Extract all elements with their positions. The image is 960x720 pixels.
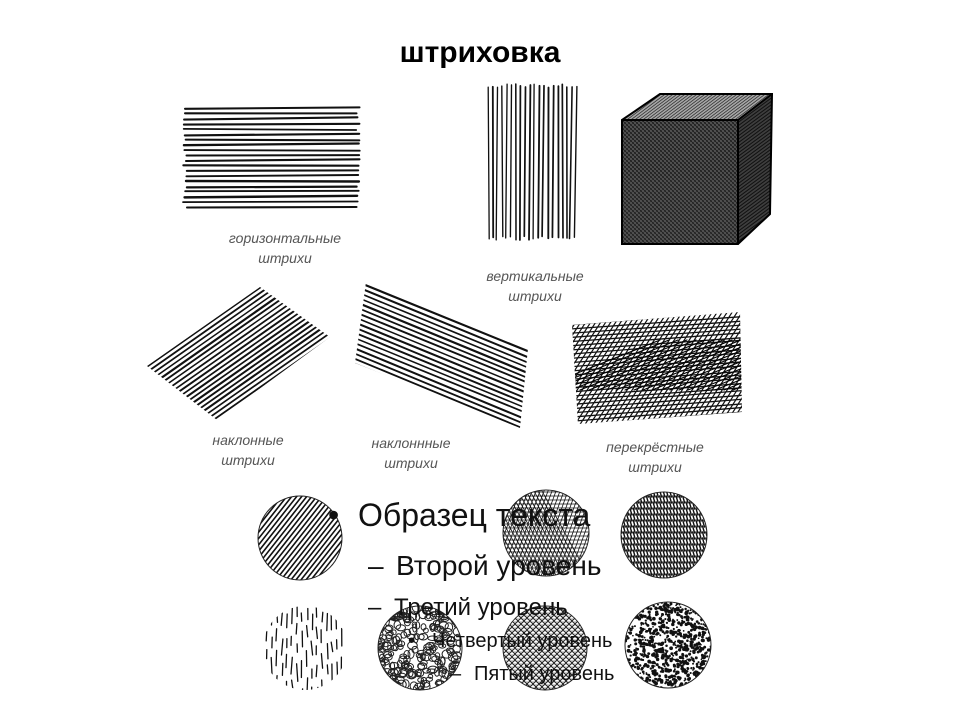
bullet-marker: • xyxy=(328,497,340,533)
cross-hatch-swatch xyxy=(572,312,742,424)
level-5-text: Пятый уровень xyxy=(474,663,615,685)
placeholder-level-4[interactable]: • Четвертый уровень xyxy=(408,630,612,653)
placeholder-level-2[interactable]: –Второй уровень xyxy=(368,550,601,582)
vertical-hatch-swatch xyxy=(487,83,578,241)
level-4-text: Четвертый уровень xyxy=(432,630,613,652)
placeholder-level-1[interactable]: • Образец текста xyxy=(328,497,590,534)
dash-marker: – xyxy=(368,594,382,621)
caption-line: штрихи xyxy=(221,452,275,468)
level-2-text: Второй уровень xyxy=(396,550,602,581)
dash-marker: – xyxy=(368,550,384,581)
level-1-text: Образец текста xyxy=(358,497,591,533)
caption-line: штрихи xyxy=(258,250,312,266)
placeholder-level-5[interactable]: –Пятый уровень xyxy=(450,663,614,686)
bullet-marker: • xyxy=(408,630,416,652)
caption-line: вертикальные xyxy=(486,268,584,284)
caption-cross: перекрёстные штрихи xyxy=(575,437,735,477)
caption-inclined-left: наклонные штрихи xyxy=(168,430,328,470)
caption-line: перекрёстные xyxy=(606,439,704,455)
caption-line: горизонтальные xyxy=(228,230,342,246)
caption-line: штрихи xyxy=(508,288,562,304)
caption-line: штрихи xyxy=(628,459,682,475)
slide-title: штриховка xyxy=(399,36,561,69)
hatched-cube-illustration xyxy=(621,93,774,245)
caption-inclined-right: наклоннные штрихи xyxy=(331,433,491,473)
caption-line: штрихи xyxy=(384,455,438,471)
dash-marker: – xyxy=(450,663,462,685)
caption-horizontal: горизонтальные штрихи xyxy=(205,228,365,268)
caption-line: наклоннные xyxy=(371,435,451,451)
caption-vertical: вертикальные штрихи xyxy=(455,266,615,306)
level-3-text: Третий уровень xyxy=(394,594,568,621)
caption-line: наклонные xyxy=(212,432,284,448)
placeholder-level-3[interactable]: –Третий уровень xyxy=(368,594,568,622)
horizontal-hatch-swatch xyxy=(182,106,361,209)
